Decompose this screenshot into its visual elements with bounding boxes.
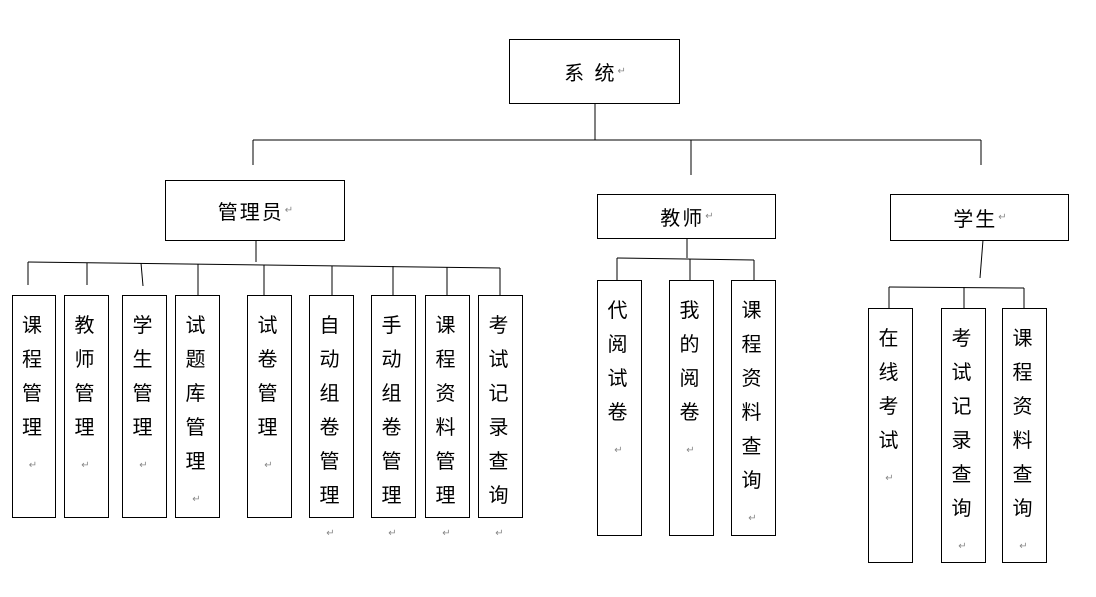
leaf-label: 在线考试 [878,326,899,452]
leaf-label: 考试记录查询 [488,313,509,507]
paragraph-mark: ↵ [139,460,148,471]
leaf-label: 我的阅卷 [679,298,700,424]
leaf-label: 试题库管理 [185,313,206,473]
leaf-label: 课程资料查询 [1012,326,1033,520]
leaf-label: 课程资料查询 [741,298,762,492]
leaf-node: 考试记录查询 ↵ [941,308,986,563]
paragraph-mark: ↵ [264,460,273,471]
paragraph-mark: ↵ [81,460,90,471]
paragraph-mark: ↵ [705,211,714,222]
leaf-label: 试卷管理 [257,313,278,439]
paragraph-mark: ↵ [1019,541,1028,552]
role-node-admin: 管理员↵ [165,180,345,241]
leaf-label: 教师管理 [74,313,95,439]
leaf-node: 教师管理 ↵ [64,295,109,518]
role-label: 教师 [660,206,705,230]
paragraph-mark: ↵ [998,212,1007,223]
leaf-node: 课程管理 ↵ [12,295,56,518]
connector-line [140,262,144,287]
paragraph-mark: ↵ [28,460,38,471]
role-label: 管理员 [217,200,284,224]
leaf-label: 学生管理 [132,313,153,439]
connector-line [979,239,984,279]
leaf-node: 课程资料管理 ↵ [425,295,470,539]
leaf-node: 学生管理 ↵ [122,295,167,518]
leaf-node: 自动组卷管理 ↵ [309,295,354,539]
role-label: 学生 [953,207,998,231]
paragraph-mark: ↵ [495,528,504,539]
root-label: 系 统 [564,61,617,85]
paragraph-mark: ↵ [614,445,623,456]
leaf-label: 自动组卷管理 [319,313,340,507]
paragraph-mark: ↵ [326,528,335,539]
leaf-node: 试卷管理 ↵ [247,295,292,518]
paragraph-mark: ↵ [958,541,967,552]
leaf-label: 考试记录查询 [951,326,972,520]
paragraph-mark: ↵ [885,473,894,484]
leaf-node: 试题库管理 ↵ [175,295,220,518]
paragraph-mark: ↵ [748,513,757,524]
role-node-student: 学生↵ [890,194,1069,241]
role-node-teacher: 教师↵ [597,194,776,239]
leaf-node: 我的阅卷 ↵ [669,280,714,536]
leaf-node: 手动组卷管理 ↵ [371,295,416,539]
leaf-label: 手动组卷管理 [381,313,402,507]
paragraph-mark: ↵ [617,66,626,77]
paragraph-mark: ↵ [388,528,397,539]
leaf-label: 课程资料管理 [435,313,456,507]
connector-line [616,257,755,261]
leaf-node: 课程资料查询 ↵ [1002,308,1047,563]
paragraph-mark: ↵ [284,205,294,216]
paragraph-mark: ↵ [442,528,451,539]
leaf-node: 课程资料查询 ↵ [731,280,776,536]
leaf-label: 代阅试卷 [607,298,628,424]
paragraph-mark: ↵ [192,494,201,505]
leaf-node: 在线考试 ↵ [868,308,913,563]
paragraph-mark: ↵ [686,445,695,456]
root-node: 系 统↵ [509,39,680,104]
connector-line [888,286,1025,289]
leaf-label: 课程管理 [22,313,42,439]
leaf-node: 考试记录查询 ↵ [478,295,523,539]
leaf-node: 代阅试卷 ↵ [597,280,642,536]
